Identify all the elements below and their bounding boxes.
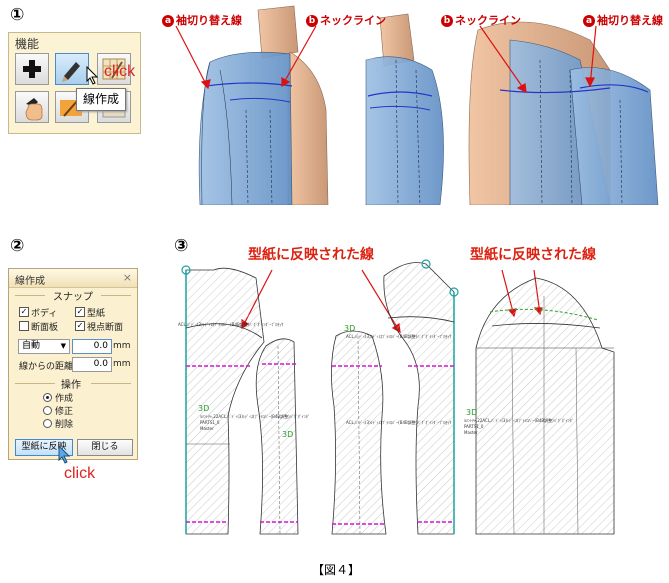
- snap-view-section-label: 視点断面: [87, 323, 124, 333]
- callout-b-mark: b: [306, 15, 318, 27]
- tooltip-line-create: 線作成: [76, 88, 126, 111]
- mode-number-input[interactable]: 0.0: [72, 339, 112, 354]
- pattern-small-text: ﾙﾒﾝﾄﾁｬ,22ACL,ﾊﾞﾃﾞｨ(3)ﾚﾃﾞｨｽ(ﾌﾞﾗﾐﾛﾊﾞｰ(B4B調…: [464, 418, 574, 423]
- pattern-small-text: Master: [200, 426, 214, 431]
- dialog-title: 線作成: [15, 276, 45, 287]
- callout-b-mark: b: [441, 15, 453, 27]
- figure-side: [365, 13, 444, 205]
- pattern-tag-3d: 3D: [466, 408, 478, 417]
- pattern-small-text: ACL,ﾊﾞﾃﾞｨ(3)ﾚﾃﾞｨｽ(ﾌﾞﾗﾐﾛﾊﾞｰ(B4B調整)ﾊﾞｸﾞｵﾞｲ…: [178, 322, 284, 327]
- hand-tool-button[interactable]: [15, 91, 49, 123]
- function-palette: 機能: [8, 32, 141, 134]
- pattern-small-text: ACL,ﾊﾞﾃﾞｨ(3)ﾚﾃﾞｨｽ(ﾌﾞﾗﾐﾛﾊﾞｰ(B4B調整)ﾊﾞｸﾞｵﾞｲ…: [346, 420, 452, 425]
- figure-caption: 【図４】: [312, 563, 361, 577]
- op-delete-radio[interactable]: [43, 419, 52, 428]
- hand-icon: [25, 98, 43, 121]
- distance-unit: mm: [113, 359, 131, 369]
- pattern-small-text: Master: [464, 430, 478, 435]
- pattern-pieces: [181, 259, 615, 535]
- distance-label: 線からの距離: [19, 362, 74, 372]
- pattern-side-front: [255, 338, 299, 535]
- snap-section-title: スナップ: [53, 292, 93, 303]
- pattern-back-body: [383, 259, 459, 535]
- figure-front: [198, 5, 329, 205]
- snap-section-board-checkbox[interactable]: [19, 321, 29, 331]
- snap-body-checkbox[interactable]: ✓: [19, 307, 29, 317]
- pattern-tag-3d: 3D: [344, 324, 356, 333]
- pattern-label-right: 型紙に反映された線: [470, 247, 596, 263]
- mode-unit: mm: [113, 341, 131, 351]
- mode-select[interactable]: 自動 ▼: [18, 339, 70, 354]
- operation-section-title: 操作: [61, 380, 81, 391]
- callout-arrows: [175, 25, 597, 94]
- line-create-tool-button[interactable]: [55, 53, 89, 85]
- pattern-sleeve: [475, 277, 615, 535]
- pattern-small-text: PARTS1_0: [200, 420, 220, 425]
- pattern-side-back: [331, 330, 387, 535]
- line-create-dialog: 線作成 × スナップ ✓ ボディ ✓ 型紙 断面板 ✓ 視点断面 自動 ▼ 0.…: [8, 268, 138, 460]
- op-delete-label: 削除: [55, 420, 74, 430]
- step-2-number: ②: [10, 236, 25, 256]
- pattern-front-body: [181, 265, 265, 535]
- pattern-tag-3d: 3D: [198, 404, 210, 413]
- pattern-small-text: PARTS1_0: [464, 424, 484, 429]
- callout-a-mark: a: [162, 15, 174, 27]
- chevron-down-icon: ▼: [60, 342, 66, 350]
- snap-pattern-label: 型紙: [87, 309, 106, 319]
- add-tool-button[interactable]: [15, 53, 49, 85]
- cursor-icon: [58, 445, 71, 464]
- step-1-number: ①: [10, 5, 25, 25]
- op-create-radio[interactable]: [43, 393, 52, 402]
- pattern-label-left: 型紙に反映された線: [248, 247, 374, 263]
- pattern-tag-3d: 3D: [282, 430, 294, 439]
- pattern-small-text: ACL,ﾊﾞﾃﾞｨ(3)ﾚﾃﾞｨｽ(ﾌﾞﾗﾐﾛﾊﾞｰ(B4B調整)ﾊﾞｸﾞｵﾞｲ…: [346, 334, 452, 339]
- snap-view-section-checkbox[interactable]: ✓: [75, 321, 85, 331]
- plus-icon: [23, 60, 41, 78]
- pencil-icon: [62, 62, 80, 82]
- distance-input[interactable]: 0.0: [72, 357, 112, 372]
- snap-section-board-label: 断面板: [31, 323, 59, 333]
- palette-title: 機能: [15, 37, 40, 51]
- dialog-title-bar: 線作成 ×: [9, 269, 137, 288]
- op-modify-radio[interactable]: [43, 406, 52, 415]
- close-button[interactable]: 閉じる: [77, 439, 133, 456]
- snap-pattern-checkbox[interactable]: ✓: [75, 307, 85, 317]
- snap-body-label: ボディ: [31, 309, 58, 319]
- step-3-number: ③: [174, 236, 189, 256]
- close-icon[interactable]: ×: [122, 271, 132, 284]
- body-figures-3d: [175, 5, 659, 205]
- grid-pencil-icon: [102, 58, 126, 80]
- callout-a-mark: a: [583, 15, 595, 27]
- cursor-icon: [86, 66, 99, 85]
- op-modify-label: 修正: [55, 407, 74, 417]
- figure-back: [468, 21, 659, 205]
- grid-tool-button[interactable]: [97, 53, 131, 85]
- click-label-2: click: [64, 465, 96, 482]
- op-create-label: 作成: [55, 394, 74, 404]
- pattern-small-text: ﾙﾒﾝﾄﾁｬ,22ACL,ﾊﾞﾃﾞｨ(3)ﾚﾃﾞｨｽ(ﾌﾞﾗﾐﾛﾊﾞｰ(B4B調…: [200, 414, 310, 419]
- click-label-1: click: [104, 63, 136, 80]
